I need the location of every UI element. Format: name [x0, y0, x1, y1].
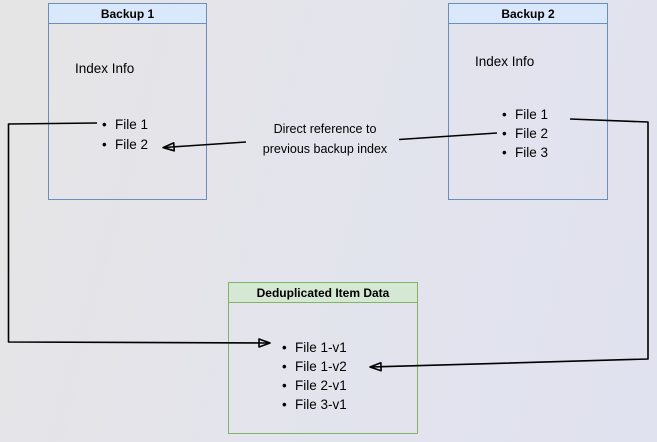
list-item: File 2 [502, 124, 548, 143]
backup1-index-info-label: Index Info [75, 61, 135, 76]
list-item: File 3-v1 [282, 395, 347, 414]
list-item: File 2-v1 [282, 376, 347, 395]
direct-reference-annotation: Direct reference to previous backup inde… [225, 119, 425, 159]
list-item: File 2 [102, 135, 148, 155]
annotation-line-1: Direct reference to [273, 122, 377, 136]
backup1-file-list: File 1 File 2 [102, 115, 148, 155]
backup2-node: Backup 2 Index Info File 1 File 2 File 3 [448, 3, 608, 200]
list-item: File 1-v2 [282, 357, 347, 376]
backup2-index-info-label: Index Info [475, 54, 535, 69]
list-item: File 1 [102, 115, 148, 135]
backup2-file-list: File 1 File 2 File 3 [502, 105, 548, 162]
backup1-node: Backup 1 Index Info File 1 File 2 [48, 3, 207, 200]
annotation-line-2: previous backup index [262, 142, 388, 156]
deduplicated-item-data-node: Deduplicated Item Data File 1-v1 File 1-… [228, 282, 418, 434]
list-item: File 3 [502, 143, 548, 162]
dedup-item-list: File 1-v1 File 1-v2 File 2-v1 File 3-v1 [282, 338, 347, 414]
dedup-title: Deduplicated Item Data [229, 283, 417, 303]
backup1-title: Backup 1 [49, 4, 206, 24]
list-item: File 1 [502, 105, 548, 124]
list-item: File 1-v1 [282, 338, 347, 357]
backup2-title: Backup 2 [449, 4, 607, 24]
